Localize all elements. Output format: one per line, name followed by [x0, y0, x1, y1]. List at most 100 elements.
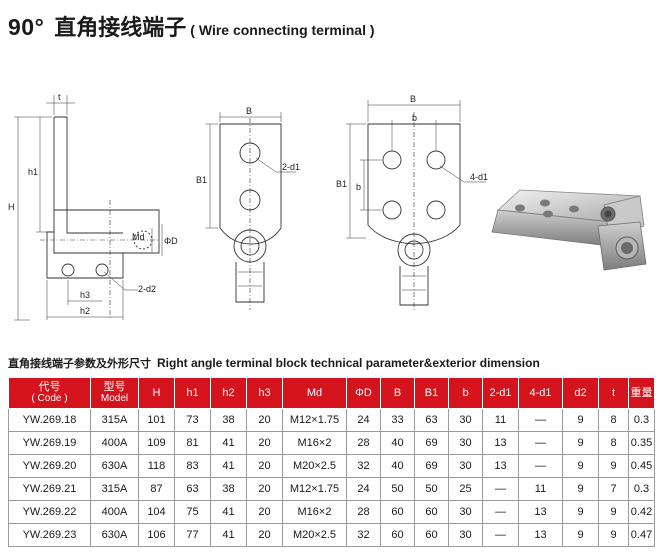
- table-cell: 32: [346, 454, 381, 478]
- table-cell: —: [482, 523, 519, 547]
- table-cell: 7: [598, 477, 629, 501]
- title-degree: 90°: [8, 14, 45, 40]
- section-title: 直角接线端子参数及外形尺寸 Right angle terminal block …: [8, 355, 540, 371]
- column-header: 4-d1: [518, 377, 563, 409]
- table-cell: 28: [346, 500, 381, 524]
- title-chinese: 直角接线端子: [54, 16, 187, 41]
- table-cell: M12×1.75: [282, 408, 347, 432]
- label-B1-4: B1: [336, 179, 347, 189]
- table-cell: 0.35: [628, 431, 655, 455]
- column-header-label: H: [152, 387, 161, 399]
- table-cell: 50: [414, 477, 449, 501]
- table-cell: 9: [562, 500, 599, 524]
- section-title-chinese: 直角接线端子参数及外形尺寸: [8, 357, 151, 370]
- table-cell: YW.269.20: [8, 454, 91, 478]
- column-header-label: B1: [424, 387, 439, 399]
- table-cell: 630A: [90, 523, 139, 547]
- product-photo: [491, 189, 647, 271]
- table-cell: 60: [380, 500, 415, 524]
- table-cell: 9: [562, 408, 599, 432]
- column-header: h3: [246, 377, 283, 409]
- table-cell: 9: [598, 523, 629, 547]
- table-cell: —: [482, 477, 519, 501]
- column-header-label: 2-d1: [489, 387, 512, 399]
- column-header-label: Md: [306, 387, 323, 399]
- table-cell: 9: [598, 500, 629, 524]
- table-cell: 63: [414, 408, 449, 432]
- label-2-d1: 2-d1: [282, 162, 300, 172]
- label-t: t: [58, 92, 61, 102]
- table-cell: 38: [210, 408, 247, 432]
- table-cell: 20: [246, 408, 283, 432]
- table-cell: 400A: [90, 431, 139, 455]
- label-h3: h3: [80, 290, 90, 300]
- column-header-label: h1: [186, 387, 199, 399]
- column-header-label: d2: [574, 387, 587, 399]
- label-2-d2: 2-d2: [138, 284, 156, 294]
- table-cell: 69: [414, 454, 449, 478]
- table-cell: 118: [138, 454, 175, 478]
- column-header-sublabel: ( Code ): [31, 393, 68, 404]
- column-header: 2-d1: [482, 377, 519, 409]
- column-header: 代号( Code ): [8, 377, 91, 409]
- table-cell: 20: [246, 477, 283, 501]
- table-cell: 8: [598, 431, 629, 455]
- table-cell: 30: [448, 500, 483, 524]
- table-cell: YW.269.21: [8, 477, 91, 501]
- table-cell: —: [518, 408, 563, 432]
- table-cell: YW.269.19: [8, 431, 91, 455]
- label-b-vertical: b: [356, 182, 361, 192]
- table-cell: 87: [138, 477, 175, 501]
- section-title-english: Right angle terminal block technical par…: [157, 356, 540, 370]
- table-cell: 41: [210, 500, 247, 524]
- table-cell: 41: [210, 523, 247, 547]
- table-cell: 33: [380, 408, 415, 432]
- table-cell: 9: [598, 454, 629, 478]
- table-cell: —: [482, 500, 519, 524]
- table-cell: 73: [174, 408, 211, 432]
- label-h2: h2: [80, 306, 90, 316]
- table-cell: 40: [380, 454, 415, 478]
- table-cell: 8: [598, 408, 629, 432]
- table-cell: 106: [138, 523, 175, 547]
- table-cell: 9: [562, 454, 599, 478]
- table-cell: 77: [174, 523, 211, 547]
- page-title: 90°直角接线端子( Wire connecting terminal ): [8, 10, 375, 42]
- column-header: t: [598, 377, 629, 409]
- column-header-label: 重量: [630, 387, 653, 399]
- column-header: d2: [562, 377, 599, 409]
- table-cell: 20: [246, 454, 283, 478]
- table-cell: 9: [562, 523, 599, 547]
- table-cell: 400A: [90, 500, 139, 524]
- label-B-4: B: [410, 94, 416, 104]
- label-B1: B1: [196, 175, 207, 185]
- table-cell: 104: [138, 500, 175, 524]
- column-header: B1: [414, 377, 449, 409]
- table-cell: 24: [346, 408, 381, 432]
- label-B: B: [246, 106, 252, 116]
- table-cell: 9: [562, 431, 599, 455]
- table-cell: 630A: [90, 454, 139, 478]
- table-cell: —: [518, 431, 563, 455]
- table-cell: 0.47: [628, 523, 655, 547]
- table-cell: M20×2.5: [282, 523, 347, 547]
- label-phiD: ΦD: [164, 236, 178, 246]
- table-cell: 13: [518, 500, 563, 524]
- table-cell: 38: [210, 477, 247, 501]
- table-cell: 30: [448, 454, 483, 478]
- table-cell: 101: [138, 408, 175, 432]
- column-header: ΦD: [346, 377, 381, 409]
- four-hole-view-labels: B b B1 b 4-d1: [336, 94, 488, 192]
- four-hole-view: [346, 100, 486, 310]
- table-cell: 30: [448, 408, 483, 432]
- column-header: h1: [174, 377, 211, 409]
- column-header: B: [380, 377, 415, 409]
- table-cell: 41: [210, 454, 247, 478]
- table-cell: M16×2: [282, 500, 347, 524]
- table-cell: 20: [246, 523, 283, 547]
